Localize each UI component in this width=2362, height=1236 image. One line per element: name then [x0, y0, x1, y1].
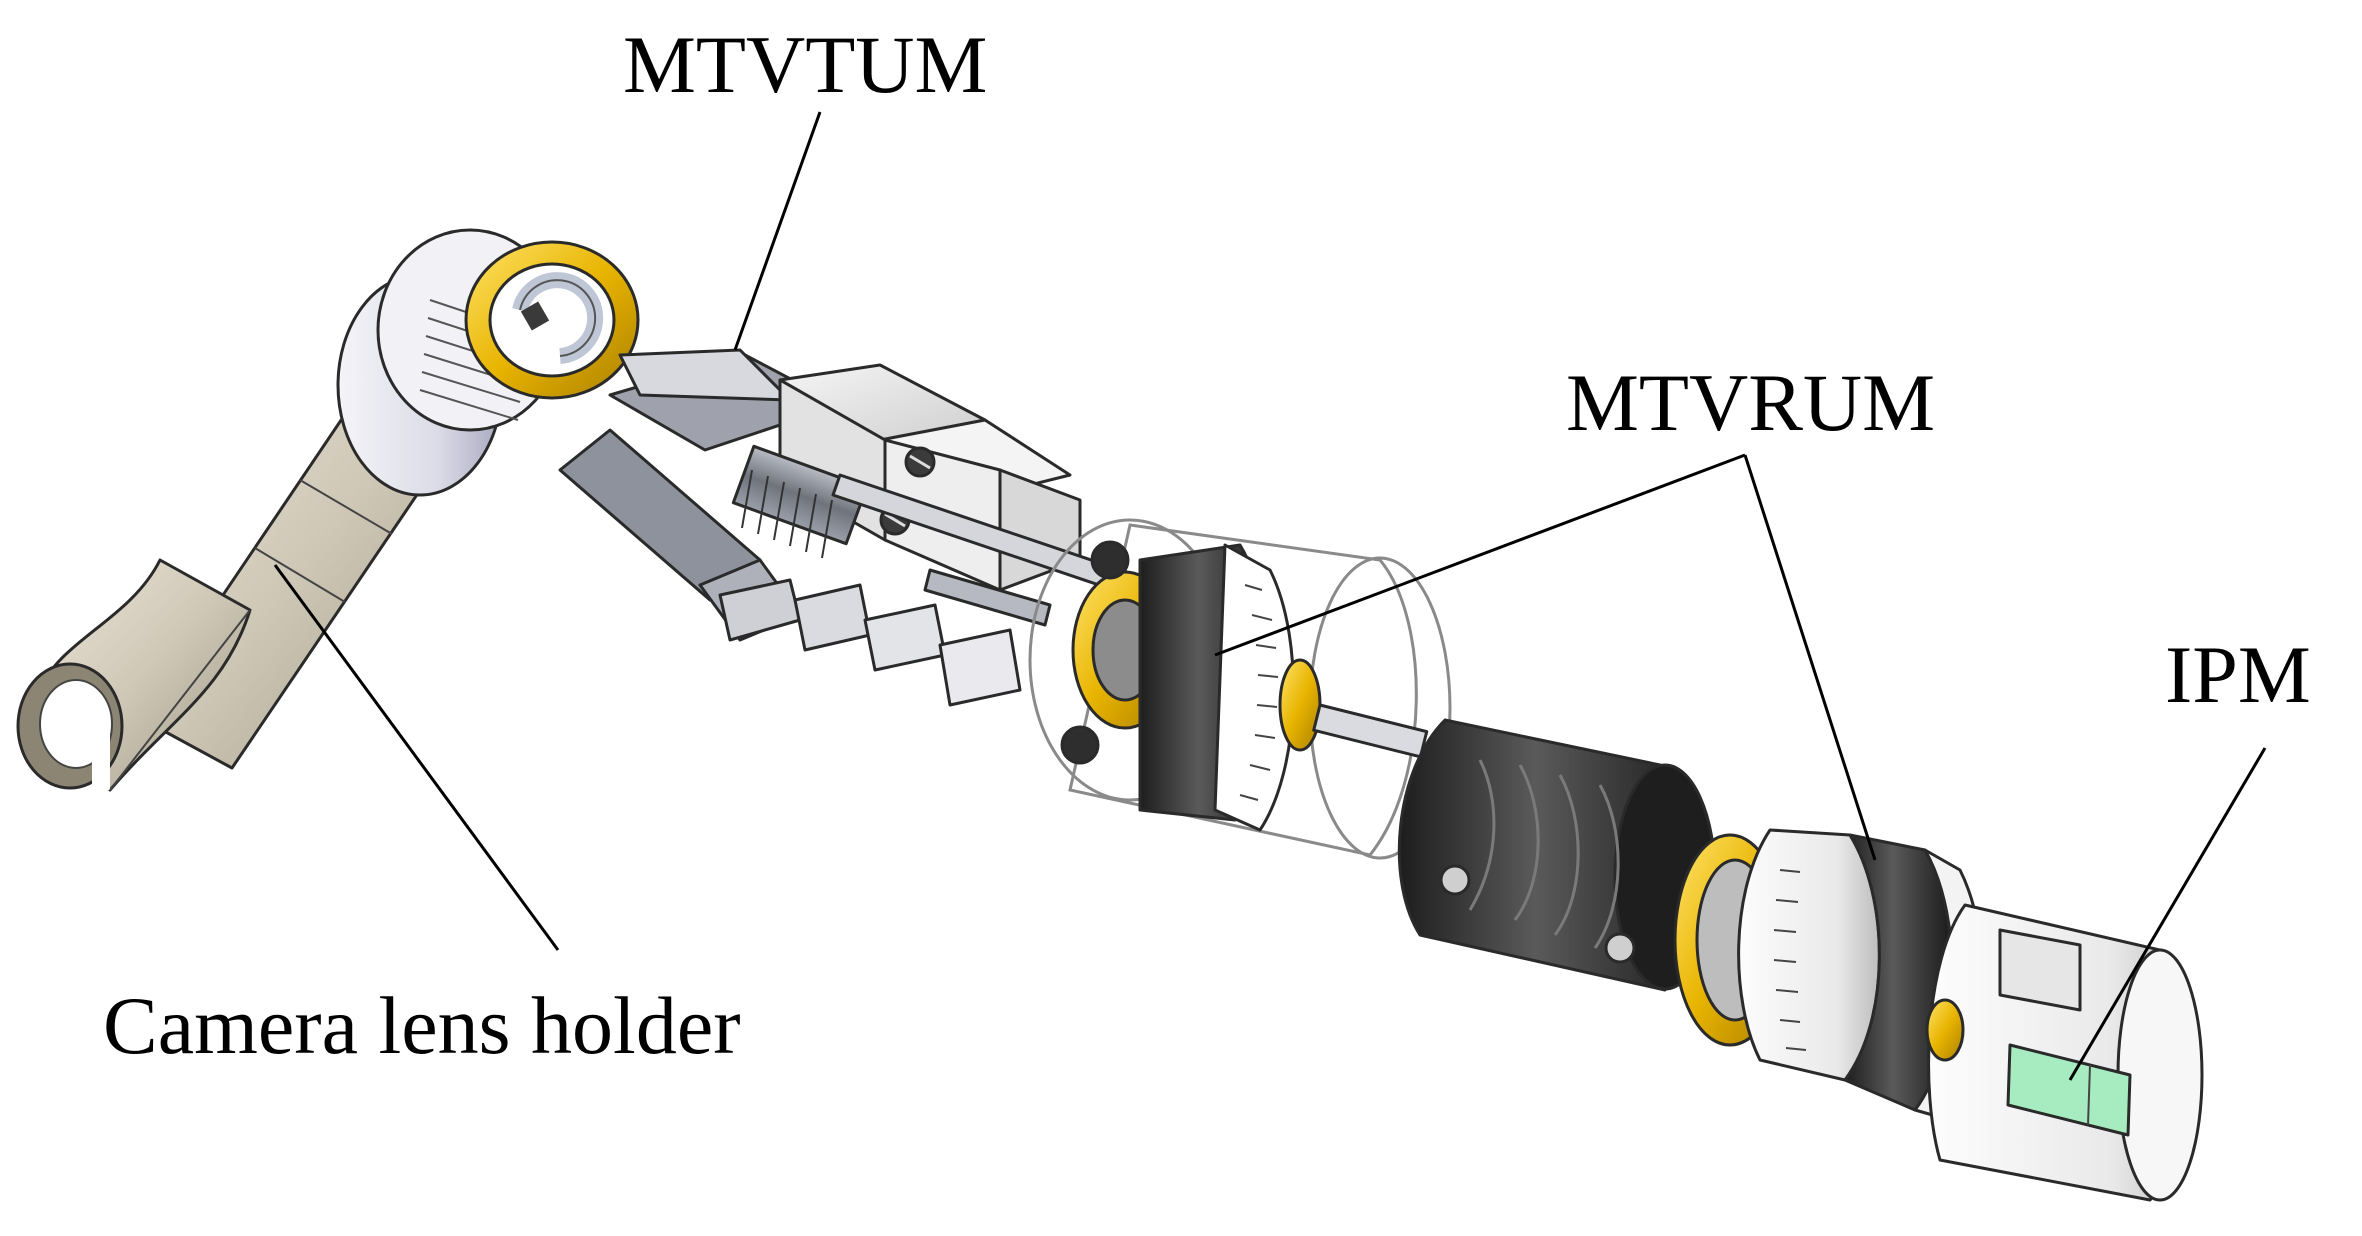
leader-mtvtum [733, 111, 822, 351]
label-mtvrum: MTVRUM [1566, 357, 1935, 448]
pivot-hub [336, 228, 640, 497]
mtvtum-assembly [558, 348, 1167, 707]
label-ipm: IPM [2165, 629, 2311, 720]
leader-camera-lens-holder [273, 564, 560, 951]
coupling [1397, 718, 1717, 992]
label-camera-lens-holder: Camera lens holder [103, 980, 741, 1071]
mtvrum-front-motor [1028, 518, 1452, 860]
leader-mtvrum-front [1214, 453, 1746, 657]
ipm [1925, 903, 2204, 1202]
leader-lines [273, 111, 2267, 1081]
leader-ipm [2068, 747, 2267, 1081]
leader-mtvrum-rear [1743, 454, 1877, 861]
label-mtvtum: MTVTUM [623, 19, 987, 110]
